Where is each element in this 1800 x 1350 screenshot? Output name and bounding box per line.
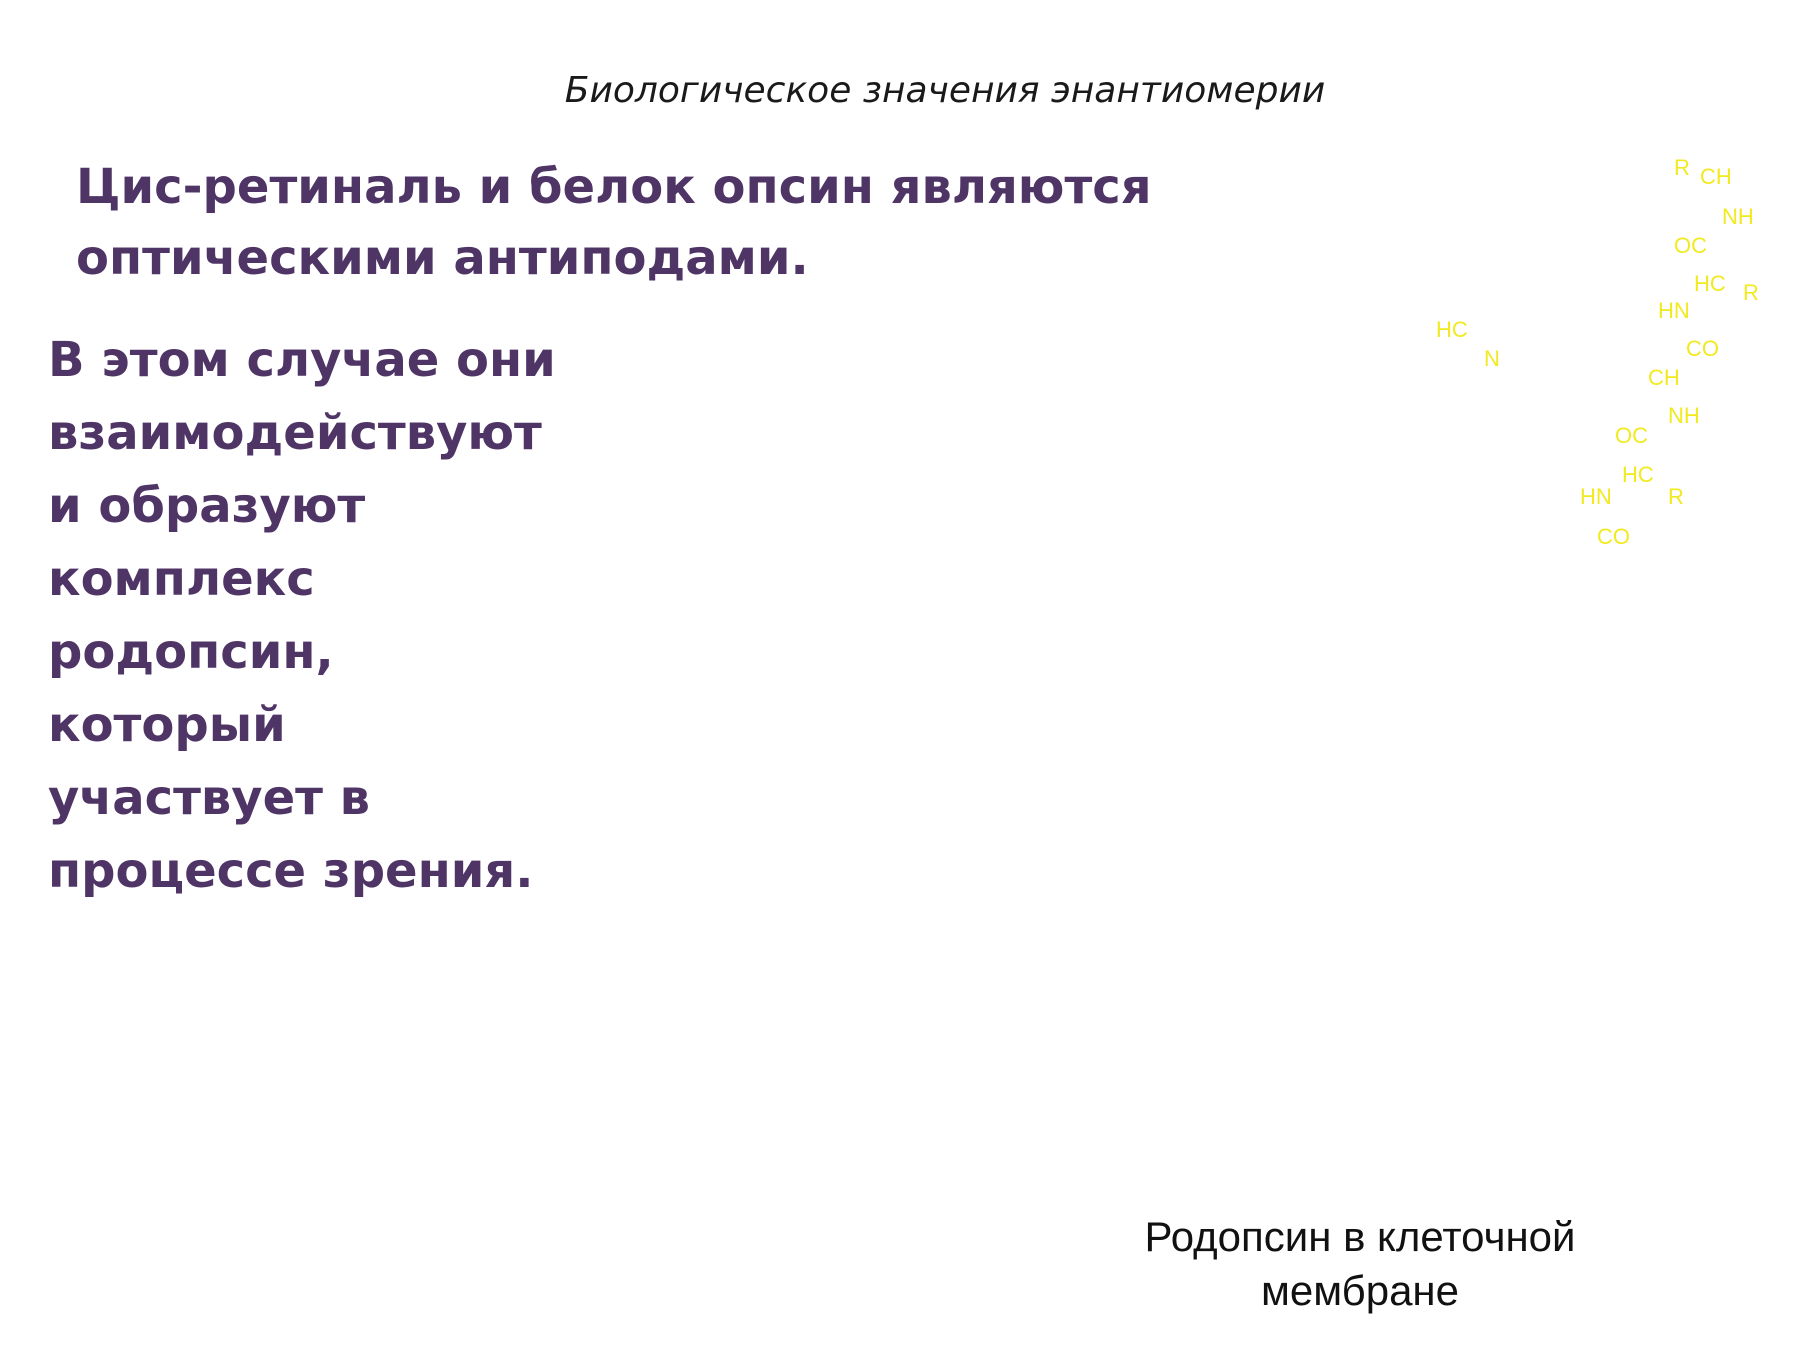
- body-paragraph: В этом случае они взаимодействуют и обра…: [48, 324, 568, 908]
- molecule-label: HN: [1658, 298, 1690, 323]
- molecule-label: HC: [1622, 462, 1654, 487]
- molecule-label: HC: [1436, 317, 1468, 342]
- molecule-label: CH: [1700, 164, 1732, 189]
- caption-line: мембране: [1261, 1267, 1459, 1314]
- molecule-label: OC: [1674, 233, 1707, 258]
- lead-line: Цис-ретиналь и белок опсин являются: [76, 159, 1152, 215]
- molecule-label: R: [1668, 484, 1684, 509]
- molecule-label: NH: [1668, 403, 1700, 428]
- body-line: процессе зрения.: [48, 843, 534, 899]
- body-line: который: [48, 697, 286, 753]
- slide-title: Биологическое значения энантиомерии: [564, 70, 1326, 111]
- molecule-label: HC: [1694, 271, 1726, 296]
- molecule-label: HN: [1580, 484, 1612, 509]
- body-line: и образуют: [48, 478, 366, 534]
- figure-caption: Родопсин в клеточной мембране: [1090, 1210, 1630, 1318]
- molecule-label: NH: [1722, 204, 1754, 229]
- molecule-label: CO: [1597, 524, 1630, 549]
- lead-paragraph: Цис-ретиналь и белок опсин являются опти…: [76, 152, 1176, 294]
- lead-line: оптическими антиподами.: [76, 230, 809, 286]
- body-line: участвует в: [48, 770, 371, 826]
- molecule-label: CO: [1686, 336, 1719, 361]
- molecule-label: CH: [1648, 365, 1680, 390]
- body-line: комплекс: [48, 551, 315, 607]
- molecule-label: N: [1484, 346, 1500, 371]
- body-line: родопсин,: [48, 624, 334, 680]
- molecule-label: OC: [1615, 423, 1648, 448]
- body-line: В этом случае они: [48, 332, 556, 388]
- molecule-label: R: [1674, 155, 1690, 180]
- molecule-label: R: [1743, 280, 1759, 305]
- body-line: взаимодействуют: [48, 405, 542, 461]
- caption-line: Родопсин в клеточной: [1144, 1213, 1576, 1260]
